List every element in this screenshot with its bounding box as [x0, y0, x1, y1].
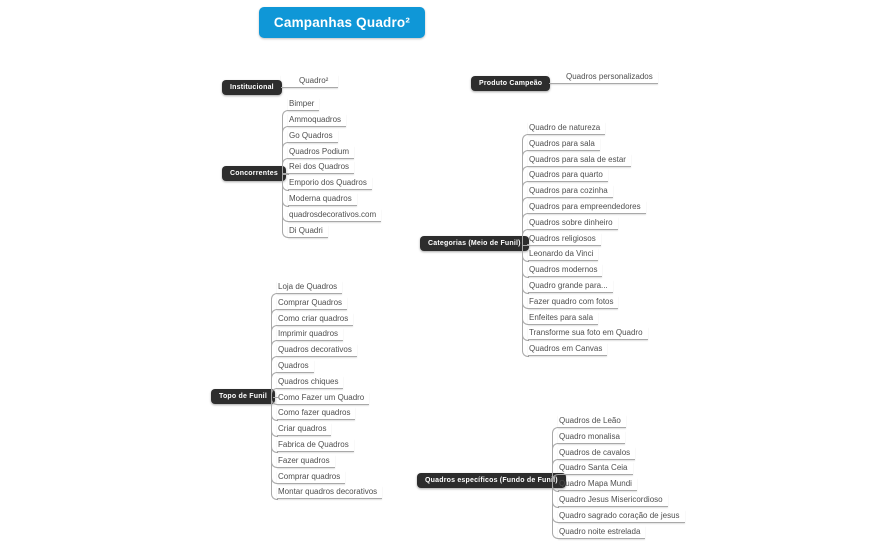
leaf-node[interactable]: Criar quadros: [277, 423, 332, 437]
leaf-node[interactable]: Quadros Podium: [288, 146, 355, 159]
leaf-node[interactable]: Quadro Jesus Misericordioso: [558, 494, 668, 507]
leaf-node[interactable]: Leonardo da Vinci: [528, 248, 599, 262]
connector-line: [552, 474, 559, 482]
leaf-node[interactable]: Quadros para quarto: [528, 169, 608, 183]
leaf-node[interactable]: Loja de Quadros: [277, 281, 343, 294]
leaf-node[interactable]: Quadros decorativos: [277, 344, 357, 358]
leaf-node[interactable]: Quadros religiosos: [528, 233, 601, 246]
leaf-node[interactable]: quadrosdecorativos.com: [288, 209, 382, 222]
connector-line: [271, 387, 278, 398]
leaf-node[interactable]: Quadros de Leão: [558, 415, 626, 428]
leaf-node[interactable]: Quadro Mapa Mundi: [558, 478, 637, 492]
branch-node-quadros-especificos-fundo-de-funil[interactable]: Quadros específicos (Fundo de Funil): [417, 473, 566, 488]
leaf-node[interactable]: Montar quadros decorativos: [277, 486, 383, 500]
leaf-node[interactable]: Quadro grande para...: [528, 280, 613, 293]
leaf-node[interactable]: Quadro noite estrelada: [558, 526, 646, 539]
leaf-node[interactable]: Quadros chiques: [277, 376, 344, 389]
connector-line: [552, 480, 559, 540]
leaf-node[interactable]: Comprar Quadros: [277, 297, 348, 310]
leaf-node[interactable]: Transforme sua foto em Quadro: [528, 327, 648, 341]
leaf-node[interactable]: Quadros para sala de estar: [528, 154, 631, 167]
leaf-node[interactable]: Quadros personalizados: [549, 71, 658, 84]
leaf-node[interactable]: Quadro monalisa: [558, 431, 625, 444]
connector-line: [271, 372, 278, 398]
leaf-node[interactable]: Quadros de cavalos: [558, 447, 636, 460]
connector-line: [522, 228, 529, 245]
leaf-node[interactable]: Di Quadri: [288, 225, 328, 238]
branch-node-concorrentes[interactable]: Concorrentes: [222, 166, 286, 181]
leaf-node[interactable]: Enfeites para sala: [528, 312, 599, 325]
leaf-node[interactable]: Quadro²: [281, 75, 338, 88]
leaf-node[interactable]: Quadros sobre dinheiro: [528, 217, 618, 230]
leaf-node[interactable]: Imprimir quadros: [277, 328, 344, 342]
leaf-node[interactable]: Go Quadros: [288, 130, 338, 143]
connector-line: [271, 396, 278, 500]
leaf-node[interactable]: Como criar quadros: [277, 313, 354, 326]
leaf-node[interactable]: Moderna quadros: [288, 193, 357, 207]
leaf-node[interactable]: Quadros para empreendedores: [528, 201, 646, 214]
leaf-node[interactable]: Emporio dos Quadros: [288, 177, 372, 191]
leaf-node[interactable]: Quadro Santa Ceia: [558, 462, 633, 476]
connector-line: [522, 243, 529, 357]
connector-line: [282, 157, 289, 175]
leaf-node[interactable]: Quadros em Canvas: [528, 343, 608, 357]
branch-node-categorias-meio-de-funil[interactable]: Categorias (Meio de Funil): [420, 236, 529, 251]
leaf-node[interactable]: Fabrica de Quadros: [277, 439, 354, 452]
leaf-node[interactable]: Como Fazer um Quadro: [277, 392, 370, 405]
leaf-node[interactable]: Fazer quadros: [277, 455, 335, 468]
connector-line: [282, 173, 289, 239]
leaf-node[interactable]: Quadros para cozinha: [528, 185, 613, 199]
leaf-node[interactable]: Bimper: [288, 98, 320, 111]
map-root-node[interactable]: Campanhas Quadro²: [259, 7, 425, 38]
leaf-node[interactable]: Como fazer quadros: [277, 407, 356, 421]
leaf-node[interactable]: Comprar quadros: [277, 471, 346, 484]
connector-line: [282, 141, 289, 175]
branch-node-institucional[interactable]: Institucional: [222, 80, 282, 95]
leaf-node[interactable]: Quadros: [277, 360, 314, 373]
leaf-node[interactable]: Fazer quadro com fotos: [528, 296, 619, 309]
leaf-node[interactable]: Rei dos Quadros: [288, 161, 355, 175]
leaf-node[interactable]: Quadros modernos: [528, 264, 603, 278]
connector-line: [552, 458, 559, 482]
leaf-node[interactable]: Quadros para sala: [528, 138, 600, 151]
branch-node-produto-campeao[interactable]: Produto Campeão: [471, 76, 551, 91]
leaf-node[interactable]: Ammoquadros: [288, 114, 347, 127]
connector-line: [522, 213, 529, 245]
leaf-node[interactable]: Quadro de natureza: [528, 122, 606, 135]
branch-node-topo-de-funil[interactable]: Topo de Funil: [211, 389, 275, 404]
leaf-node[interactable]: Quadro sagrado coração de jesus: [558, 510, 685, 523]
